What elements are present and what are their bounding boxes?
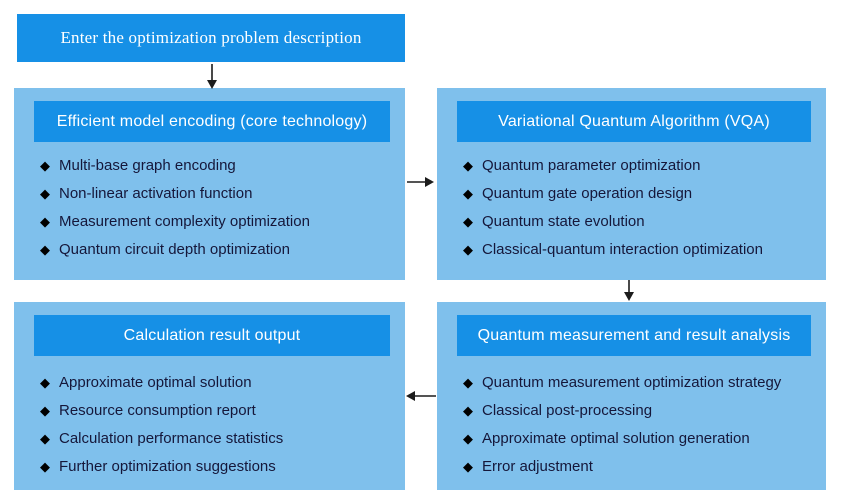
diamond-bullet-icon: ◆ — [40, 374, 50, 390]
list-item: ◆ Approximate optimal solution generatio… — [463, 424, 818, 452]
node-vqa-list: ◆ Quantum parameter optimization ◆ Quant… — [463, 151, 818, 263]
list-item: ◆ Calculation performance statistics — [40, 424, 397, 452]
node-vqa-title: Variational Quantum Algorithm (VQA) — [498, 112, 770, 130]
node-measurement-list: ◆ Quantum measurement optimization strat… — [463, 368, 818, 480]
list-item-label: Quantum parameter optimization — [482, 156, 701, 174]
diamond-bullet-icon: ◆ — [40, 241, 50, 257]
list-item-label: Measurement complexity optimization — [59, 212, 310, 230]
node-measurement: Quantum measurement and result analysis … — [437, 302, 826, 490]
list-item: ◆ Classical-quantum interaction optimiza… — [463, 235, 818, 263]
node-output-header: Calculation result output — [34, 315, 390, 356]
diamond-bullet-icon: ◆ — [40, 213, 50, 229]
diamond-bullet-icon: ◆ — [463, 241, 473, 257]
list-item: ◆ Quantum gate operation design — [463, 179, 818, 207]
start-node: Enter the optimization problem descripti… — [17, 14, 405, 62]
list-item-label: Further optimization suggestions — [59, 457, 276, 475]
list-item-label: Multi-base graph encoding — [59, 156, 236, 174]
list-item-label: Approximate optimal solution generation — [482, 429, 750, 447]
diamond-bullet-icon: ◆ — [463, 402, 473, 418]
list-item-label: Quantum measurement optimization strateg… — [482, 373, 782, 391]
list-item: ◆ Multi-base graph encoding — [40, 151, 397, 179]
list-item-label: Classical-quantum interaction optimizati… — [482, 240, 763, 258]
diamond-bullet-icon: ◆ — [40, 402, 50, 418]
diamond-bullet-icon: ◆ — [463, 374, 473, 390]
node-output: Calculation result output ◆ Approximate … — [14, 302, 405, 490]
arrow-measurement-to-output — [406, 391, 436, 401]
diamond-bullet-icon: ◆ — [463, 213, 473, 229]
start-node-label: Enter the optimization problem descripti… — [60, 28, 362, 47]
node-encoding-list: ◆ Multi-base graph encoding ◆ Non-linear… — [40, 151, 397, 263]
node-vqa-header: Variational Quantum Algorithm (VQA) — [457, 101, 811, 142]
list-item: ◆ Quantum parameter optimization — [463, 151, 818, 179]
diamond-bullet-icon: ◆ — [463, 157, 473, 173]
list-item: ◆ Quantum circuit depth optimization — [40, 235, 397, 263]
list-item: ◆ Resource consumption report — [40, 396, 397, 424]
list-item: ◆ Error adjustment — [463, 452, 818, 480]
list-item-label: Approximate optimal solution — [59, 373, 252, 391]
node-output-list: ◆ Approximate optimal solution ◆ Resourc… — [40, 368, 397, 480]
diamond-bullet-icon: ◆ — [40, 430, 50, 446]
arrow-encoding-to-vqa — [407, 177, 434, 187]
list-item: ◆ Quantum state evolution — [463, 207, 818, 235]
node-encoding-header: Efficient model encoding (core technolog… — [34, 101, 390, 142]
node-measurement-title: Quantum measurement and result analysis — [477, 326, 791, 344]
list-item: ◆ Further optimization suggestions — [40, 452, 397, 480]
arrow-start-to-encoding — [207, 64, 217, 89]
node-measurement-header: Quantum measurement and result analysis — [457, 315, 811, 356]
node-output-title: Calculation result output — [123, 326, 301, 344]
arrow-vqa-to-measurement — [624, 280, 634, 301]
list-item-label: Error adjustment — [482, 457, 593, 475]
list-item-label: Resource consumption report — [59, 401, 256, 419]
list-item: ◆ Measurement complexity optimization — [40, 207, 397, 235]
list-item-label: Quantum gate operation design — [482, 184, 693, 202]
node-encoding: Efficient model encoding (core technolog… — [14, 88, 405, 280]
list-item-label: Quantum state evolution — [482, 212, 645, 230]
list-item: ◆ Non-linear activation function — [40, 179, 397, 207]
diamond-bullet-icon: ◆ — [40, 185, 50, 201]
list-item-label: Non-linear activation function — [59, 184, 253, 202]
diamond-bullet-icon: ◆ — [463, 185, 473, 201]
diamond-bullet-icon: ◆ — [463, 430, 473, 446]
node-vqa: Variational Quantum Algorithm (VQA) ◆ Qu… — [437, 88, 826, 280]
list-item-label: Classical post-processing — [482, 401, 653, 419]
diamond-bullet-icon: ◆ — [463, 458, 473, 474]
diamond-bullet-icon: ◆ — [40, 157, 50, 173]
list-item-label: Quantum circuit depth optimization — [59, 240, 290, 258]
list-item: ◆ Approximate optimal solution — [40, 368, 397, 396]
list-item: ◆ Classical post-processing — [463, 396, 818, 424]
list-item-label: Calculation performance statistics — [59, 429, 284, 447]
diamond-bullet-icon: ◆ — [40, 458, 50, 474]
node-encoding-title: Efficient model encoding (core technolog… — [56, 112, 368, 130]
list-item: ◆ Quantum measurement optimization strat… — [463, 368, 818, 396]
